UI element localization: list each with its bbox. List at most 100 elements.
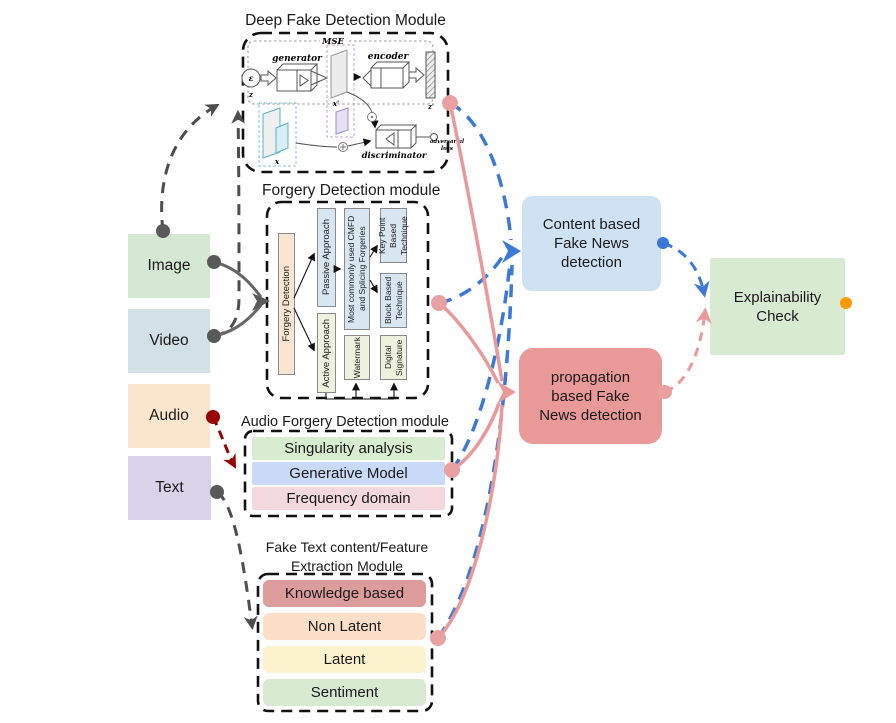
audio-row-generative-label: Generative Model <box>289 465 408 482</box>
gan-xprime-small-plane <box>335 107 349 135</box>
forgery-signature-box: Digital Signature <box>380 335 407 380</box>
forgery-block-box: Block Based Technique <box>380 273 407 328</box>
dot-text-right <box>210 485 224 499</box>
audio-row-frequency: Frequency domain <box>252 487 445 510</box>
arrow-image-to-deepfake <box>160 103 220 232</box>
forgery-keypoint-label: Key Point Based Technique <box>377 216 409 255</box>
audio-row-singularity-label: Singularity analysis <box>284 440 413 457</box>
audio-row-generative: Generative Model <box>252 462 445 485</box>
gan-xprime-plane <box>330 49 348 99</box>
text-row-sentiment-label: Sentiment <box>310 684 379 701</box>
forgery-active-label: Active Approach <box>321 318 332 388</box>
gan-x-region <box>258 102 297 167</box>
content-detection-box: Content based Fake News detection <box>522 196 661 291</box>
forgery-entry-arrowhead <box>252 293 270 311</box>
text-module-title-line2: Extraction Module <box>290 558 404 574</box>
gan-discriminator-box <box>375 124 418 149</box>
arrow-video-to-forgery <box>213 304 263 338</box>
forgery-module-title: Forgery Detection module <box>262 182 441 199</box>
forgery-active-box: Active Approach <box>317 313 336 393</box>
explainability-label: Explainability Check <box>733 288 822 325</box>
source-label-image: Image <box>147 257 191 274</box>
audio-row-singularity: Singularity analysis <box>252 437 445 460</box>
deepfake-module-frame <box>241 31 450 174</box>
arrow-textmodule-to-content <box>436 264 514 640</box>
gan-x-label: x <box>274 157 280 166</box>
source-box-image: Image <box>128 234 210 298</box>
gan-dot-product-icon <box>367 112 377 122</box>
gan-dot-product-center <box>370 115 374 119</box>
forgery-root-box: Forgery Detection <box>278 233 295 375</box>
forgery-signature-label: Digital Signature <box>382 339 404 376</box>
gan-generator-box <box>276 63 329 92</box>
source-label-video: Video <box>149 332 189 349</box>
gan-discriminator-label: discriminator <box>362 151 427 161</box>
forgery-passive-box: Passive Approach <box>317 208 336 307</box>
arrow-textmodule-to-propagation <box>436 404 504 640</box>
text-row-knowledge-label: Knowledge based <box>284 585 405 602</box>
gan-input-arrow <box>260 69 277 87</box>
text-row-nonlatent-label: Non Latent <box>307 618 382 635</box>
propagation-entry-arrowhead <box>497 381 516 404</box>
gray-solid-arrows <box>213 260 263 338</box>
arrow-deepfake-to-propagation <box>448 102 504 382</box>
forgery-passive-label: Passive Approach <box>321 219 332 296</box>
content-detection-label: Content based Fake News detection <box>542 216 641 271</box>
gan-encoder-out-arrow <box>408 66 425 84</box>
dot-deepfake-output <box>442 95 458 111</box>
gan-x-to-plus <box>295 142 338 148</box>
gan-mse-frame <box>247 40 434 105</box>
gan-schematic: MSE ε z generator x' <box>241 36 464 167</box>
source-label-text: Text <box>155 479 184 496</box>
gan-mse-label-bg <box>320 36 346 46</box>
gan-xprime-region <box>326 44 355 138</box>
gan-adv-loss-node <box>430 133 438 141</box>
text-row-sentiment: Sentiment <box>263 679 426 706</box>
forgery-block-label: Block Based Technique <box>382 276 404 325</box>
dot-forgery-output <box>431 295 447 311</box>
forgery-watermark-label: Watermark <box>351 336 362 379</box>
source-label-audio: Audio <box>149 407 189 424</box>
gan-x-small-plane <box>275 122 289 154</box>
arrow-content-to-explainability <box>662 241 710 298</box>
explainability-box: Explainability Check <box>710 258 845 355</box>
gan-plus-to-discriminator <box>347 138 372 147</box>
gan-x-plane <box>262 107 281 159</box>
dot-audiomodule-output <box>444 462 460 478</box>
gan-plus-icon <box>338 142 348 152</box>
gan-z-label: z <box>248 90 254 99</box>
forgery-cmfd-label: Most commonly used CMFD and Splicing For… <box>346 215 367 323</box>
arrow-audiomodule-to-content <box>450 262 512 472</box>
gan-zprime-label: z' <box>427 102 434 111</box>
text-row-latent: Latent <box>263 646 426 673</box>
gan-xprime-to-discriminator <box>346 91 379 129</box>
text-module-title-line1: Fake Text content/Feature <box>265 539 429 555</box>
arrow-forgery-to-content <box>438 253 506 305</box>
arrow-deepfake-to-content <box>449 101 513 241</box>
gan-epsilon-label: ε <box>249 73 254 83</box>
forgery-keypoint-box: Key Point Based Technique <box>377 208 409 263</box>
gan-encoder-label: encoder <box>368 52 410 62</box>
source-box-video: Video <box>128 309 210 373</box>
forgery-cmfd-box: Most commonly used CMFD and Splicing For… <box>344 208 370 330</box>
arrow-image-to-forgery <box>213 260 263 298</box>
arrow-propagation-to-explainability <box>664 307 712 394</box>
text-row-latent-label: Latent <box>323 651 366 668</box>
forgery-watermark-box: Watermark <box>344 335 370 380</box>
arrow-forgery-to-propagation <box>437 301 500 384</box>
pink-solid-arrows <box>436 102 504 640</box>
content-entry-arrowhead <box>502 240 521 263</box>
text-row-nonlatent: Non Latent <box>263 613 426 640</box>
gan-adv-loss-label2: loss <box>441 146 453 152</box>
gan-plus-glyph <box>340 144 346 150</box>
gan-adv-loss-label1: adversarial <box>430 139 464 145</box>
text-row-knowledge: Knowledge based <box>263 580 426 607</box>
propagation-detection-box: propagation based Fake News detection <box>519 348 662 444</box>
arrow-text-to-textmodule <box>216 490 258 631</box>
gan-zprime-bar <box>425 51 436 99</box>
gan-mse-label: MSE <box>321 37 345 47</box>
audio-row-frequency-label: Frequency domain <box>286 490 411 507</box>
audio-module-title: Audio Forgery Detection module <box>241 414 449 430</box>
forgery-root-label: Forgery Detection <box>281 266 292 342</box>
